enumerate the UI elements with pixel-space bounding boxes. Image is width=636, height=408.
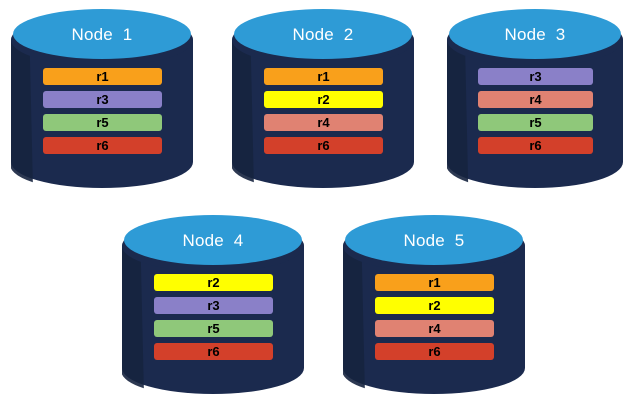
replica-label: r3 [529,69,542,84]
replica-label: r2 [207,275,220,290]
replica-bar-r5[interactable]: r5 [154,320,273,337]
replica-bar-r6[interactable]: r6 [375,343,494,360]
replica-bar-r1[interactable]: r1 [43,68,162,85]
replica-label: r4 [428,321,441,336]
cylinder-top-face [449,9,621,59]
replica-label: r5 [207,321,220,336]
replica-bar-r6[interactable]: r6 [154,343,273,360]
replica-bar-r1[interactable]: r1 [375,274,494,291]
replica-label: r2 [317,92,330,107]
replica-bar-r5[interactable]: r5 [43,114,162,131]
replica-label: r4 [317,115,330,130]
replica-label: r1 [96,69,109,84]
replica-label: r3 [207,298,220,313]
replica-label: r6 [529,138,542,153]
replica-label: r6 [317,138,330,153]
replica-bar-r4[interactable]: r4 [375,320,494,337]
replica-label: r6 [428,344,441,359]
replica-bar-r3[interactable]: r3 [478,68,593,85]
replica-label: r1 [428,275,441,290]
replica-bar-r6[interactable]: r6 [478,137,593,154]
cylinder-side-shade [11,25,33,183]
replica-label: r6 [96,138,109,153]
replica-label: r2 [428,298,441,313]
cylinder-top-face [234,9,412,59]
replica-bar-r4[interactable]: r4 [264,114,383,131]
cylinder-side-shade [232,25,254,183]
replica-bar-r4[interactable]: r4 [478,91,593,108]
replica-bar-r5[interactable]: r5 [478,114,593,131]
replica-label: r6 [207,344,220,359]
replica-bar-r2[interactable]: r2 [264,91,383,108]
cylinder-side-shade [447,25,469,183]
replica-label: r4 [529,92,542,107]
replica-bar-r6[interactable]: r6 [43,137,162,154]
replica-bar-r2[interactable]: r2 [375,297,494,314]
replica-bar-r1[interactable]: r1 [264,68,383,85]
replica-bar-r6[interactable]: r6 [264,137,383,154]
replica-label: r1 [317,69,330,84]
replica-bar-r3[interactable]: r3 [154,297,273,314]
cylinder-side-shade [122,231,144,389]
replica-label: r5 [96,115,109,130]
replica-label: r3 [96,92,109,107]
cylinder-top-face [345,215,523,265]
cylinder-side-shade [343,231,365,389]
replica-label: r5 [529,115,542,130]
cylinder-top-face [13,9,191,59]
replica-bar-r3[interactable]: r3 [43,91,162,108]
cylinder-top-face [124,215,302,265]
replica-bar-r2[interactable]: r2 [154,274,273,291]
